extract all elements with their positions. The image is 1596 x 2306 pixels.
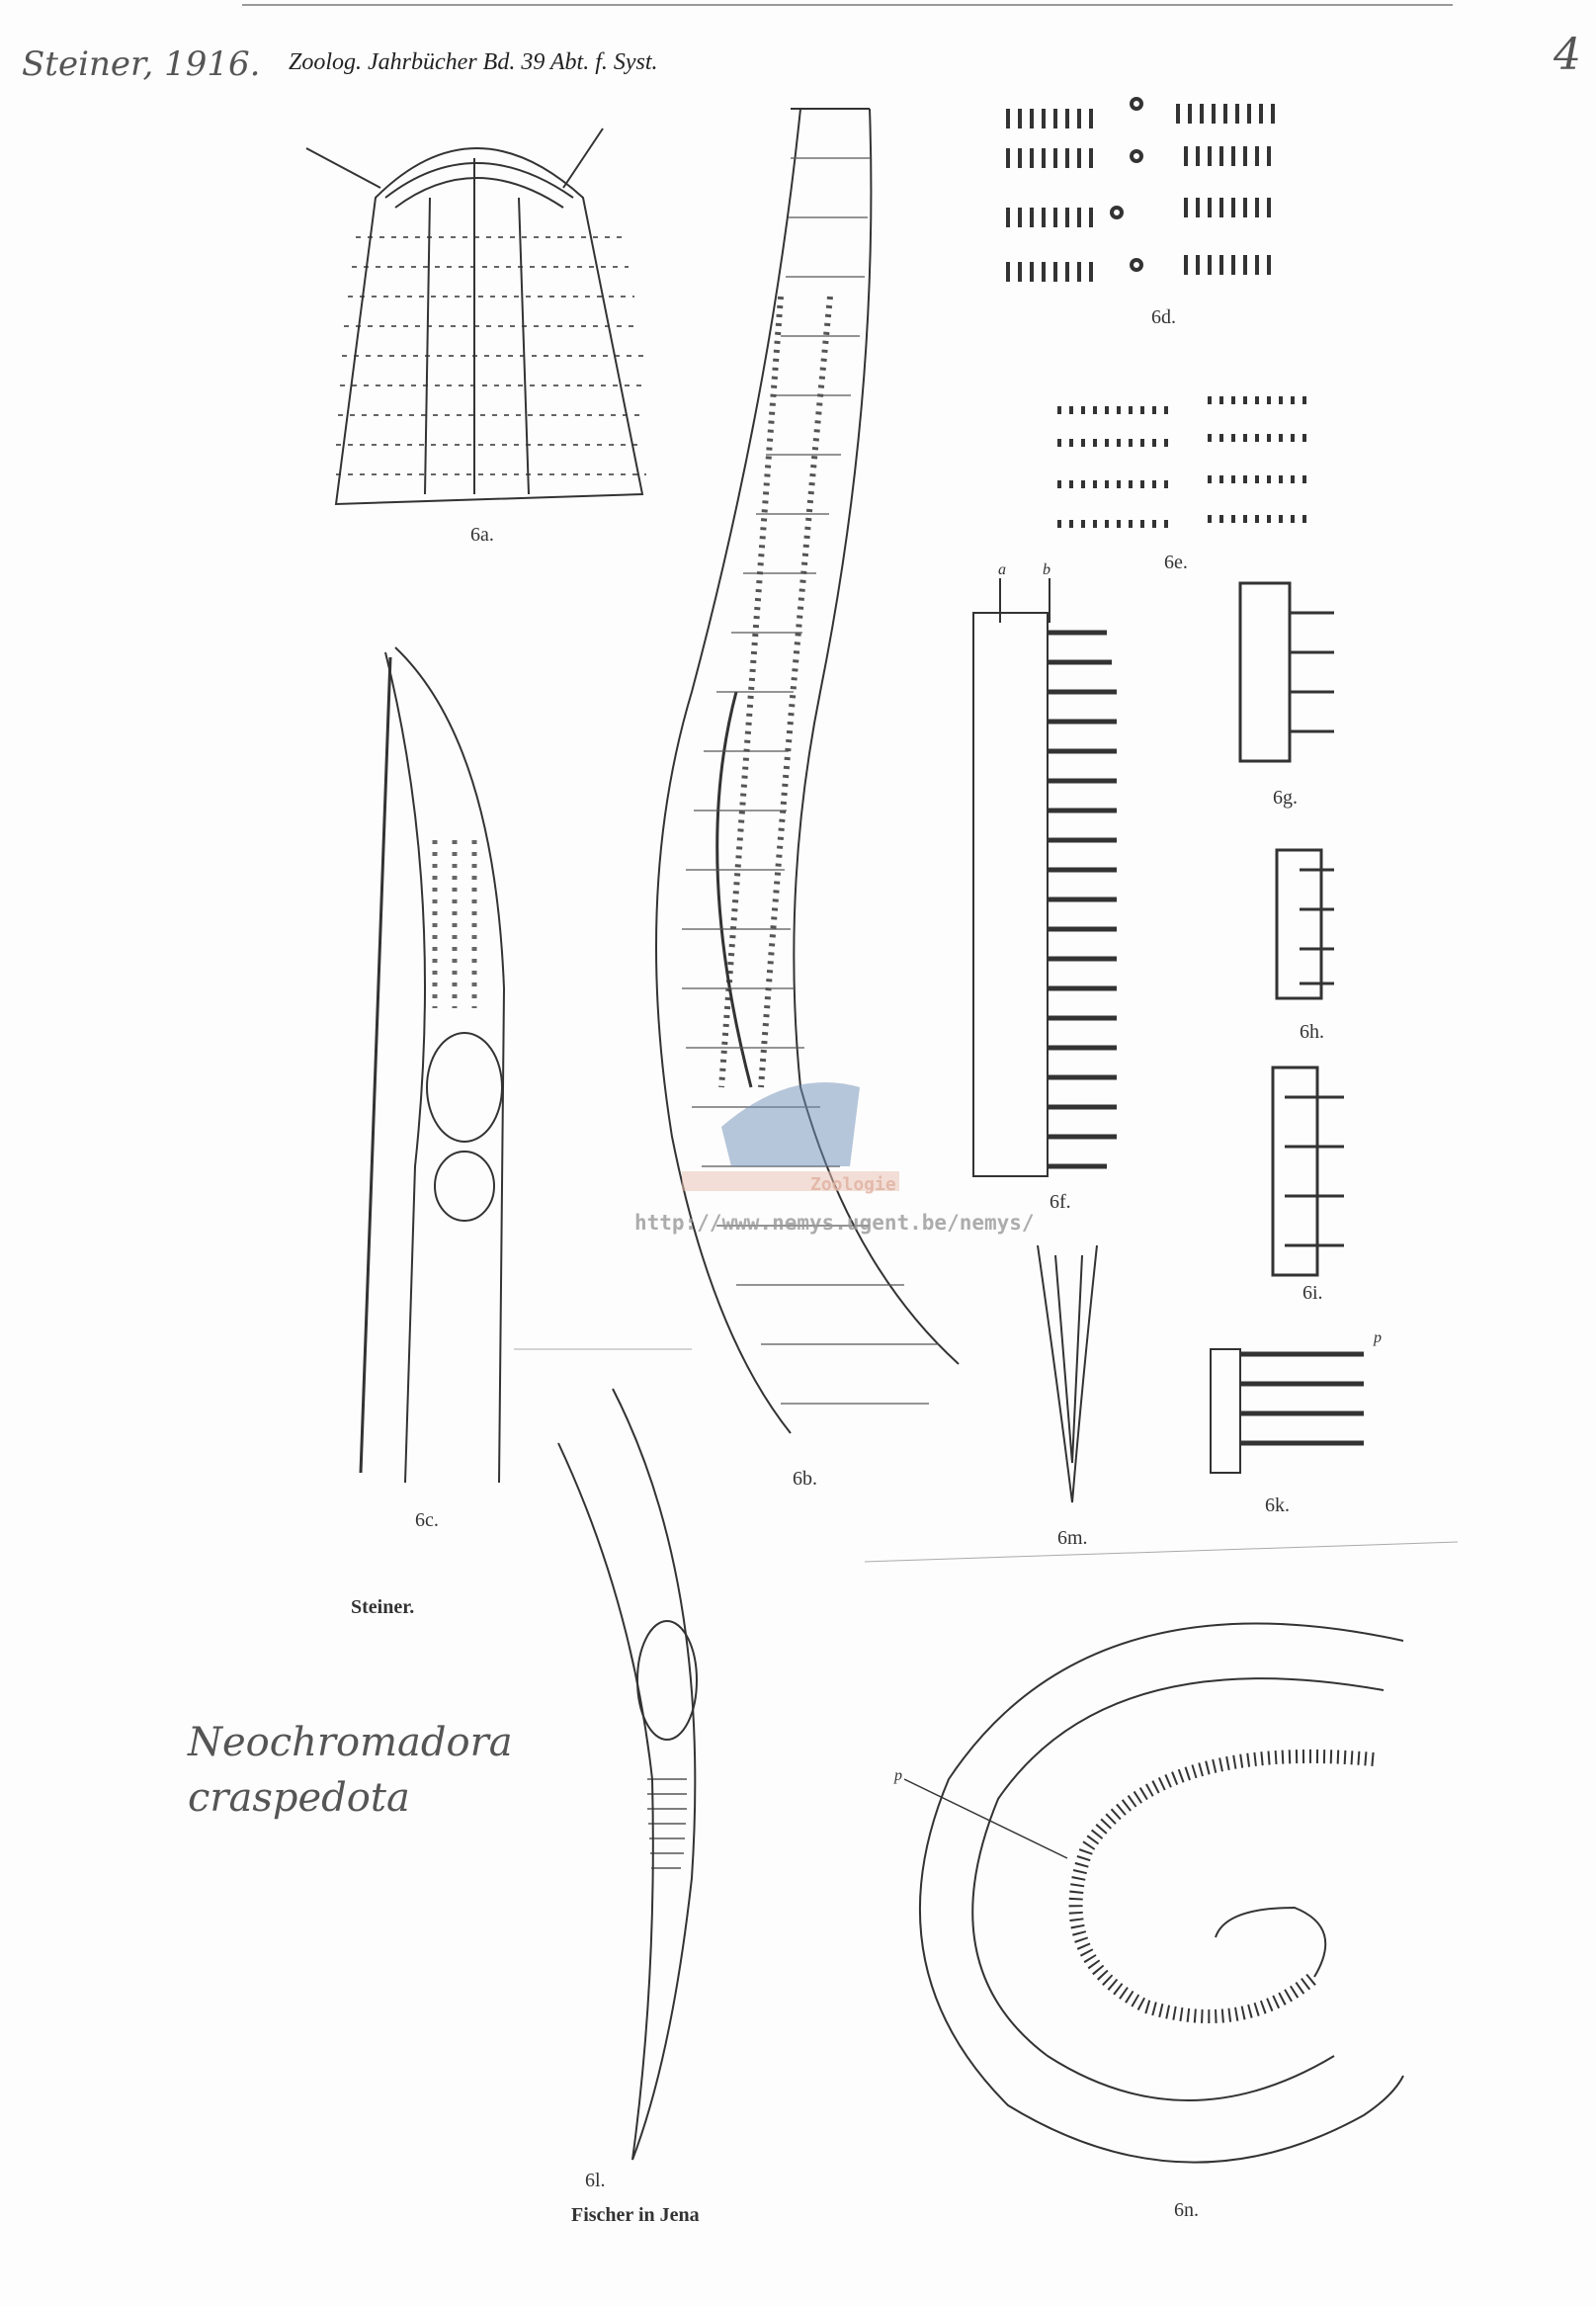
watermark-url: http://www.nemys.ugent.be/nemys/: [634, 1211, 1035, 1235]
figure-6f-cuticle: [972, 578, 1117, 1177]
plate-number: 4: [1554, 30, 1581, 80]
figure-6i: [1271, 1066, 1344, 1277]
label-6f: 6f.: [1050, 1191, 1071, 1213]
figure-6g: [1238, 581, 1334, 763]
journal-header: Zoolog. Jahrbücher Bd. 39 Abt. f. Syst.: [289, 49, 658, 75]
cuticle-dots: [336, 236, 646, 475]
letter-b: b: [1043, 561, 1050, 578]
figure-6a-head: [305, 128, 646, 506]
figure-6b-body: [655, 108, 960, 1434]
credit-publisher: Fischer in Jena: [571, 2204, 700, 2226]
figure-6n-coiled-tail: [903, 1622, 1404, 2164]
label-6n: 6n.: [1174, 2199, 1199, 2221]
figure-6d-pattern: [1006, 97, 1275, 282]
label-6k: 6k.: [1265, 1495, 1290, 1516]
letter-p-6k: p: [1374, 1329, 1382, 1346]
label-6i: 6i.: [1302, 1282, 1323, 1304]
label-6e: 6e.: [1164, 552, 1188, 573]
species-name-handwritten: Neochromadora craspedota: [188, 1720, 513, 1821]
label-6g: 6g.: [1273, 787, 1298, 809]
figure-6m-tail: [1037, 1244, 1098, 1503]
letter-p-6n: p: [894, 1767, 902, 1784]
label-6d: 6d.: [1151, 306, 1176, 328]
label-6m: 6m.: [1057, 1527, 1088, 1549]
divider: [864, 1541, 1459, 1563]
label-6b: 6b.: [793, 1468, 817, 1490]
watermark-org: Zoologie: [810, 1174, 896, 1195]
figure-6l-tail: [557, 1388, 698, 2161]
credit-author: Steiner.: [351, 1596, 415, 1618]
label-6l: 6l.: [585, 2170, 606, 2191]
figure-6h: [1275, 848, 1334, 1000]
figure-6k: [1210, 1348, 1364, 1474]
figure-6c-head: [359, 646, 506, 1484]
figure-6e-pattern: [1057, 396, 1306, 528]
letter-a: a: [998, 561, 1006, 578]
label-6a: 6a.: [470, 524, 494, 546]
label-6c: 6c.: [415, 1509, 439, 1531]
watermark-logo: [682, 1082, 899, 1191]
author-year-handwritten: Steiner, 1916.: [22, 44, 261, 84]
label-6h: 6h.: [1300, 1021, 1324, 1043]
